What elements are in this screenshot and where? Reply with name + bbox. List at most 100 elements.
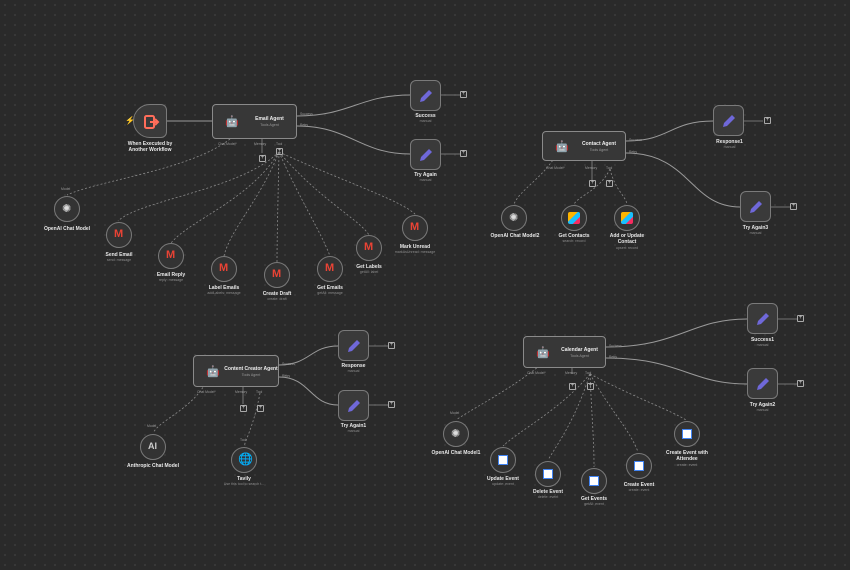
create-draft-node[interactable]: M (264, 262, 290, 288)
add-tool-button[interactable]: + (587, 383, 594, 390)
contact-port-retry: Retry (629, 150, 638, 154)
get-events-node[interactable] (581, 468, 607, 494)
contact-port-chat: Chat Model* (546, 166, 565, 170)
contact-response-node[interactable] (713, 105, 744, 136)
model-tag: Model (61, 187, 71, 191)
add-update-contact-node[interactable] (614, 205, 640, 231)
openai-icon: ✺ (509, 212, 519, 224)
create-event-node[interactable] (626, 453, 652, 479)
email-reply-node[interactable]: M (158, 243, 184, 269)
add-after-success-button[interactable]: + (797, 315, 804, 322)
add-after-response-button[interactable]: + (388, 342, 395, 349)
pencil-icon (419, 148, 432, 161)
add-tool-button[interactable]: + (276, 148, 283, 155)
contact-agent-subtitle: Tools Agent (589, 147, 609, 152)
openai-chat-model1-label: OpenAI Chat Model1 (431, 450, 481, 456)
tavily-node[interactable]: 🌐 (231, 447, 257, 473)
add-after-response-button[interactable]: + (764, 117, 771, 124)
add-after-try-again-button[interactable]: + (797, 380, 804, 387)
content-port-tool: Tool (256, 390, 263, 394)
mark-unread-node[interactable]: M (402, 215, 428, 241)
email-port-success: Success (300, 112, 313, 116)
update-event-node[interactable] (490, 447, 516, 473)
openai-chat-model1-node[interactable]: ✺ (443, 421, 469, 447)
add-after-try-again-button[interactable]: + (388, 401, 395, 408)
google-calendar-icon (498, 455, 508, 465)
add-memory-button[interactable]: + (569, 383, 576, 390)
email-agent-subtitle: Tools Agent (260, 123, 279, 127)
robot-icon: 🤖 (555, 140, 569, 153)
content-agent-title: Content Creator Agent (224, 365, 278, 372)
openai-icon: ✺ (62, 203, 72, 215)
content-port-retry: Retry (282, 374, 291, 378)
delete-event-node[interactable] (535, 461, 561, 487)
pencil-icon (347, 339, 360, 352)
calendar-success-node[interactable] (747, 303, 778, 334)
content-response-node[interactable] (338, 330, 369, 361)
get-emails-node[interactable]: M (317, 256, 343, 282)
globe-icon: 🌐 (238, 452, 253, 466)
gmail-icon: M (410, 221, 420, 233)
pencil-icon (722, 114, 735, 127)
content-agent-subtitle: Tools Agent (241, 372, 261, 377)
model-tag: Model (147, 424, 157, 428)
add-after-try-again-button[interactable]: + (460, 150, 467, 157)
add-after-try-again-button[interactable]: + (790, 203, 797, 210)
openai-chat-model2-label: OpenAI Chat Model2 (490, 233, 540, 239)
pencil-icon (419, 89, 432, 102)
openai-chat-model2-node[interactable]: ✺ (501, 205, 527, 231)
add-memory-button[interactable]: + (589, 180, 596, 187)
bolt-icon: ⚡ (125, 116, 135, 125)
openai-chat-model-node[interactable]: ✺ (54, 196, 80, 222)
add-after-success-button[interactable]: + (460, 91, 467, 98)
send-email-node[interactable]: M (106, 222, 132, 248)
anthropic-chat-model-node[interactable]: AI (140, 434, 166, 460)
contact-agent-title: Contact Agent (582, 140, 616, 147)
pencil-icon (347, 399, 360, 412)
gmail-icon: M (325, 262, 335, 274)
robot-icon: 🤖 (225, 116, 239, 128)
robot-icon: 🤖 (206, 365, 220, 378)
calendar-try-again-node[interactable] (747, 368, 778, 399)
add-tool-button[interactable]: + (257, 405, 264, 412)
content-try-again-node[interactable] (338, 390, 369, 421)
add-memory-button[interactable]: + (259, 155, 266, 162)
content-port-memory: Memory (235, 390, 248, 394)
add-tool-button[interactable]: + (606, 180, 613, 187)
email-port-tool: Tool (276, 142, 283, 146)
gmail-icon: M (166, 249, 176, 261)
email-try-again-node[interactable] (410, 139, 441, 170)
contact-try-again-node[interactable] (740, 191, 771, 222)
email-port-memory: Memory (254, 142, 267, 146)
get-contacts-node[interactable] (561, 205, 587, 231)
get-labels-node[interactable]: M (356, 235, 382, 261)
calendar-agent-subtitle: Tools Agent (570, 353, 589, 358)
add-memory-button[interactable]: + (240, 405, 247, 412)
calendar-port-memory: Memory (565, 371, 578, 375)
label-emails-node[interactable]: M (211, 256, 237, 282)
anthropic-icon: AI (148, 441, 157, 451)
email-success-node[interactable] (410, 80, 441, 111)
google-calendar-icon (634, 461, 644, 471)
trigger-node[interactable] (133, 104, 167, 138)
calendar-agent-title: Calendar Agent (561, 346, 598, 353)
anthropic-chat-model-label: Anthropic Chat Model (127, 463, 179, 469)
create-event-attendee-node[interactable] (674, 421, 700, 447)
